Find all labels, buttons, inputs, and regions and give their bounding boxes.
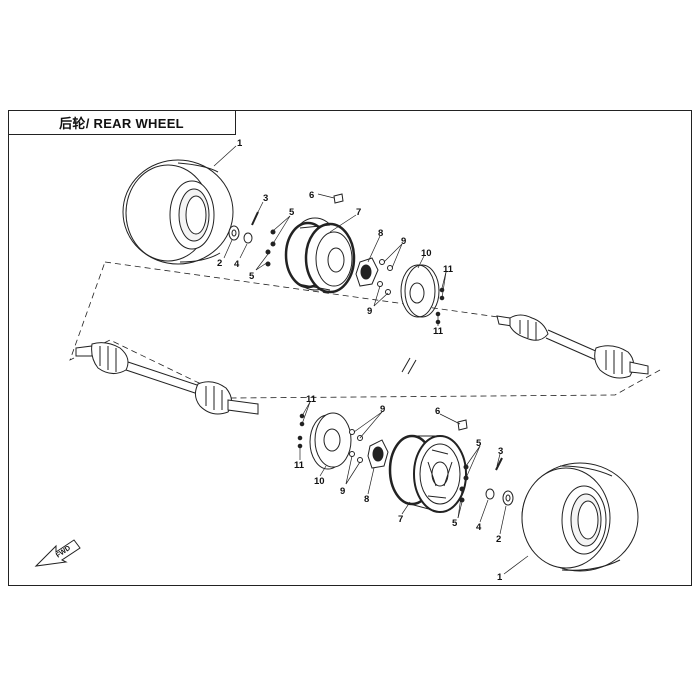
callout-rim-lower: 7 xyxy=(398,514,403,525)
callout-hub-upper: 8 xyxy=(378,228,383,239)
callout-bolt-upper-b: 9 xyxy=(367,306,372,317)
callout-wheel-nut-upper-b: 5 xyxy=(249,271,255,282)
callout-hub-lower: 8 xyxy=(364,494,369,505)
hub-upper xyxy=(355,257,379,287)
callout-disc-bolt-lower-a: 11 xyxy=(306,394,317,405)
callout-wheel-nut-upper-a: 5 xyxy=(289,207,295,218)
tire-upper xyxy=(122,159,234,265)
valve-lower xyxy=(457,419,468,431)
callout-disc-bolt-lower-b: 11 xyxy=(294,460,305,471)
wheel-nuts-upper xyxy=(265,229,276,267)
rim-upper xyxy=(284,217,356,294)
callout-cotter-pin-lower: 3 xyxy=(498,446,503,457)
callout-labels: 1 2 3 4 5 5 6 7 8 9 9 10 11 11 11 11 10 … xyxy=(217,138,503,583)
callout-valve-lower: 6 xyxy=(435,406,440,417)
hub-bolts-upper xyxy=(377,259,393,295)
fwd-arrow-icon: FWD xyxy=(34,539,81,567)
axis-break-mark xyxy=(401,357,417,375)
title-box: 后轮/ REAR WHEEL xyxy=(8,110,236,135)
hub-lower xyxy=(367,439,389,469)
washer-upper xyxy=(243,232,253,244)
rim-lower xyxy=(388,434,467,513)
callout-disc-bolt-upper-b: 11 xyxy=(433,326,444,337)
callout-wheel-nut-lower-b: 5 xyxy=(452,518,458,529)
diagram-frame xyxy=(8,110,692,586)
disc-bolts-lower xyxy=(297,413,305,449)
callout-disc-bolt-upper-a: 11 xyxy=(443,264,454,275)
callout-wheel-nut-lower-a: 5 xyxy=(476,438,482,449)
callout-axle-nut-upper: 2 xyxy=(217,258,222,269)
brake-disc-lower xyxy=(309,412,352,470)
diagram-title: 后轮/ REAR WHEEL xyxy=(59,115,184,131)
callout-tire-upper: 1 xyxy=(237,138,243,149)
callout-valve-upper: 6 xyxy=(309,190,314,201)
callout-bolt-upper-a: 9 xyxy=(401,236,406,247)
callout-rim-upper: 7 xyxy=(356,207,361,218)
cotter-pin-lower xyxy=(495,457,503,471)
washer-lower xyxy=(485,488,495,500)
callout-tire-lower: 1 xyxy=(497,572,503,583)
callout-washer-upper: 4 xyxy=(234,259,240,270)
axis-dashed-line xyxy=(69,261,661,399)
callout-disc-lower: 10 xyxy=(314,476,325,487)
callout-axle-nut-lower: 2 xyxy=(496,534,501,545)
axle-nut-lower xyxy=(502,490,514,506)
drive-shaft-lower-left xyxy=(75,342,259,415)
tire-lower xyxy=(521,462,639,572)
brake-disc-upper xyxy=(400,264,440,318)
drive-shaft-upper-right xyxy=(496,314,649,379)
callout-bolt-lower-a: 9 xyxy=(380,404,385,415)
valve-upper xyxy=(333,193,344,204)
callout-bolt-lower-b: 9 xyxy=(340,486,345,497)
callout-disc-upper: 10 xyxy=(421,248,432,259)
callout-washer-lower: 4 xyxy=(476,522,482,533)
leader-lines xyxy=(213,145,529,575)
axle-nut-upper xyxy=(228,225,240,241)
callout-cotter-pin-upper: 3 xyxy=(263,193,268,204)
